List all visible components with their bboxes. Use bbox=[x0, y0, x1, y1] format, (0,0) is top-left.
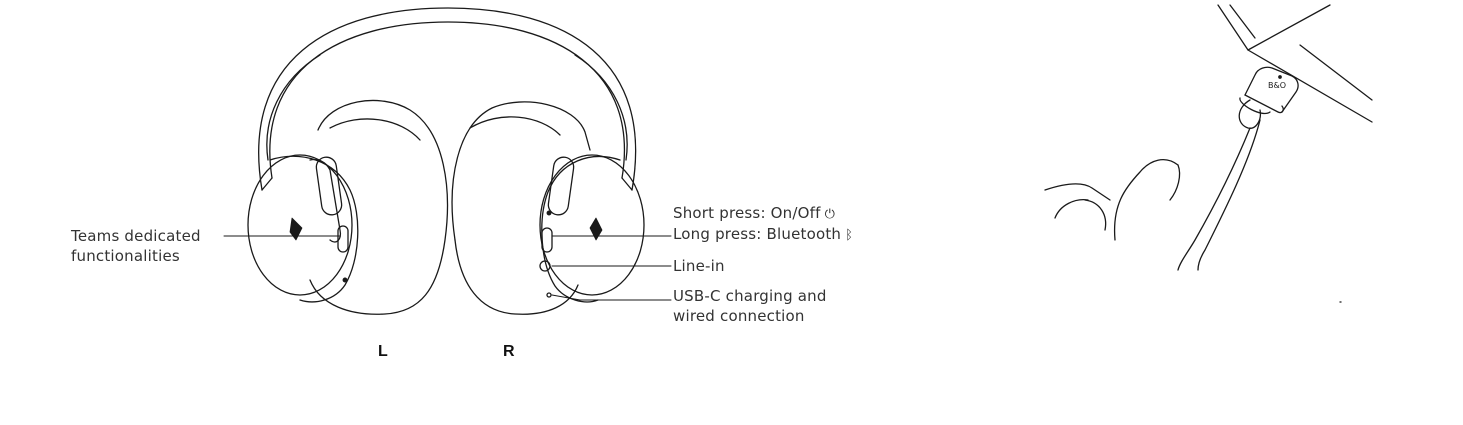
dongle-illustration: B&O bbox=[1044, 4, 1373, 303]
teams-label: Teams dedicated functionalities bbox=[71, 226, 201, 266]
short-press-text: Short press: On/Off bbox=[673, 204, 821, 222]
short-press-label: Short press: On/Off⏻ bbox=[673, 203, 835, 225]
callout-lines bbox=[223, 235, 672, 301]
usbc-label-line2: wired connection bbox=[673, 307, 805, 325]
line-in-label: Line-in bbox=[673, 257, 725, 275]
bluetooth-icon: ᛒ bbox=[845, 228, 854, 243]
power-icon: ⏻ bbox=[824, 207, 836, 222]
left-side-label: L bbox=[378, 343, 388, 360]
usbc-label-line1: USB-C charging and bbox=[673, 287, 827, 305]
usbc-label: USB-C charging and wired connection bbox=[673, 286, 827, 326]
teams-label-line2: functionalities bbox=[71, 247, 180, 265]
right-side-label: R bbox=[503, 343, 515, 360]
left-earcup bbox=[247, 99, 449, 315]
long-press-text: Long press: Bluetooth bbox=[673, 225, 842, 243]
right-earcup bbox=[451, 101, 645, 315]
dongle-logo-icon: B&O bbox=[1268, 81, 1286, 90]
headband bbox=[258, 7, 637, 191]
teams-label-line1: Teams dedicated bbox=[71, 227, 201, 245]
